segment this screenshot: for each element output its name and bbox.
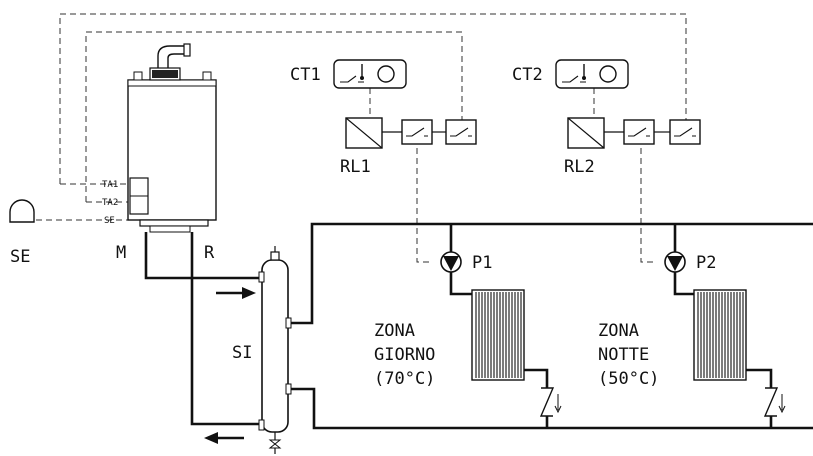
return-pipe-r: [190, 232, 262, 426]
relay-rl1-label: RL1: [340, 157, 371, 177]
thermostat-ct1-label: CT1: [290, 65, 321, 85]
return-label-r: R: [204, 243, 215, 263]
check-valve-notte-icon: [763, 387, 786, 417]
relay-rl2-icon: [567, 117, 701, 149]
flow-arrow-icon: [216, 287, 256, 299]
thermostat-ct2-icon: [555, 59, 629, 89]
mount-tab-left: [133, 71, 143, 81]
air-vent-icon: [270, 251, 280, 261]
relay-rl2-label: RL2: [564, 157, 595, 177]
wire-rl2-p2: [640, 148, 656, 263]
boiler-bottom-bar: [139, 219, 209, 227]
zone-notte-line1: ZONA: [598, 321, 639, 341]
pump-p1-label: P1: [472, 253, 492, 273]
pump-p2-icon: [664, 251, 686, 273]
se-sensor-label: SE: [10, 247, 30, 267]
zone-giorno-line1: ZONA: [374, 321, 415, 341]
flow-pipe-m: [144, 232, 262, 280]
relay-rl1-icon: [345, 117, 477, 149]
mount-tab-right: [202, 71, 212, 81]
zone-notte-line3: (50°C): [598, 369, 659, 389]
flue-icon: [149, 43, 191, 81]
return-arrow-icon: [204, 432, 244, 444]
radiator-giorno-icon: [471, 289, 525, 381]
terminal-se-label: SE: [104, 216, 115, 226]
thermostat-ct2-label: CT2: [512, 65, 543, 85]
hydraulic-separator: [258, 246, 292, 454]
pump-p1-icon: [440, 251, 462, 273]
external-sensor-icon: [9, 199, 35, 223]
zone-notte-line2: NOTTE: [598, 345, 649, 365]
pump-p2-label: P2: [696, 253, 716, 273]
check-valve-giorno-icon: [539, 387, 562, 417]
boiler-top-edge: [127, 79, 217, 87]
wire-ta2-ct2: [59, 13, 687, 184]
zone-giorno-line3: (70°C): [374, 369, 435, 389]
secondary-circuit: [291, 222, 813, 430]
supply-main: [291, 222, 813, 325]
zone-giorno-line2: GIORNO: [374, 345, 435, 365]
separator-label: SI: [232, 343, 252, 363]
zone-giorno-circuit: [449, 224, 549, 428]
zone-notte-circuit: [673, 224, 773, 428]
terminal-ta1-label: TA1: [102, 180, 118, 190]
flow-label-m: M: [116, 243, 126, 263]
radiator-notte-icon: [693, 289, 747, 381]
wire-rl1-p1: [416, 148, 432, 263]
boiler: [127, 43, 217, 233]
terminal-ta2-label: TA2: [102, 198, 118, 208]
control-wiring: [36, 13, 687, 263]
wire-ta1-ct1: [85, 31, 463, 202]
return-main: [291, 387, 813, 430]
thermostat-ct1-icon: [333, 59, 407, 89]
drain-valve-icon: [268, 432, 282, 454]
primary-circuit: [144, 232, 262, 426]
boiler-connections: [149, 225, 191, 233]
